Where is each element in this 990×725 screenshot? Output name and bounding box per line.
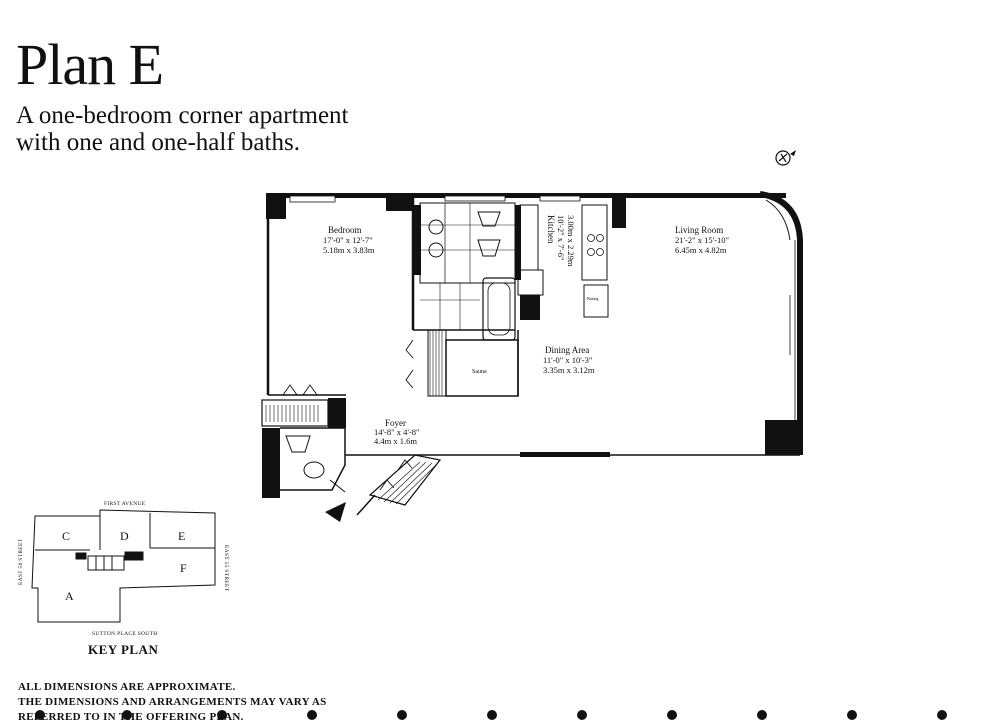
living-dim-metric: 6.45m x 4.82m [675,245,727,255]
unit-c: C [62,529,70,543]
dining-name: Dining Area [545,345,589,355]
key-plan-title: KEY PLAN [88,642,159,657]
binder-holes [35,710,947,720]
note-line-3: REFERRED TO IN THE OFFERING PLAN. [18,711,244,723]
compass-icon [775,150,796,166]
subtitle-line-2: with one and one-half baths. [16,129,300,156]
foyer-dim-metric: 4.4m x 1.6m [374,436,417,446]
street-first-avenue: FIRST AVENUE [104,501,146,507]
room-labels: Bedroom 17'-0" x 12'-7" 5.18m x 3.83m Li… [323,215,729,446]
street-east-55: EAST 55 STREET [223,545,229,592]
key-plan [31,509,216,623]
entry-arrow-icon [325,502,346,522]
sauna-label: Sauna [472,369,487,375]
living-dim-imperial: 21'-2" x 15'-10" [675,235,729,245]
living-name: Living Room [675,225,723,235]
dining-dim-metric: 3.35m x 3.12m [543,365,595,375]
street-sutton-place: SUTTON PLACE SOUTH [92,631,158,637]
street-east-56: EAST 56 STREET [18,538,24,585]
bedroom-name: Bedroom [328,225,362,235]
foyer-name: Foyer [385,418,406,428]
baking-label: Baking [587,296,599,301]
note-line-2: THE DIMENSIONS AND ARRANGEMENTS MAY VARY… [18,696,327,708]
unit-a: A [65,589,74,603]
bedroom-dim-imperial: 17'-0" x 12'-7" [323,235,373,245]
foyer-dim-imperial: 14'-8" x 4'-8" [374,427,419,437]
dimension-note: ALL DIMENSIONS ARE APPROXIMATE. THE DIME… [18,680,327,725]
note-line-1: ALL DIMENSIONS ARE APPROXIMATE. [18,681,236,693]
floor-plan [261,191,803,516]
plan-title: Plan E [16,32,164,97]
subtitle-line-1: A one-bedroom corner apartment [16,102,349,129]
key-plan-units: C D E F A [62,529,187,603]
unit-d: D [120,529,129,543]
dining-dim-imperial: 11'-0" x 10'-3" [543,355,592,365]
kitchen-dim-metric: 3.00m x 2.29m [566,215,576,267]
unit-f: F [180,561,187,575]
plan-subtitle: A one-bedroom corner apartment with one … [16,102,436,156]
unit-e: E [178,529,185,543]
kitchen-dim-imperial: 10'-2" x 7'-6" [556,215,566,260]
kitchen-name: Kitchen [546,215,556,244]
bedroom-dim-metric: 5.18m x 3.83m [323,245,375,255]
